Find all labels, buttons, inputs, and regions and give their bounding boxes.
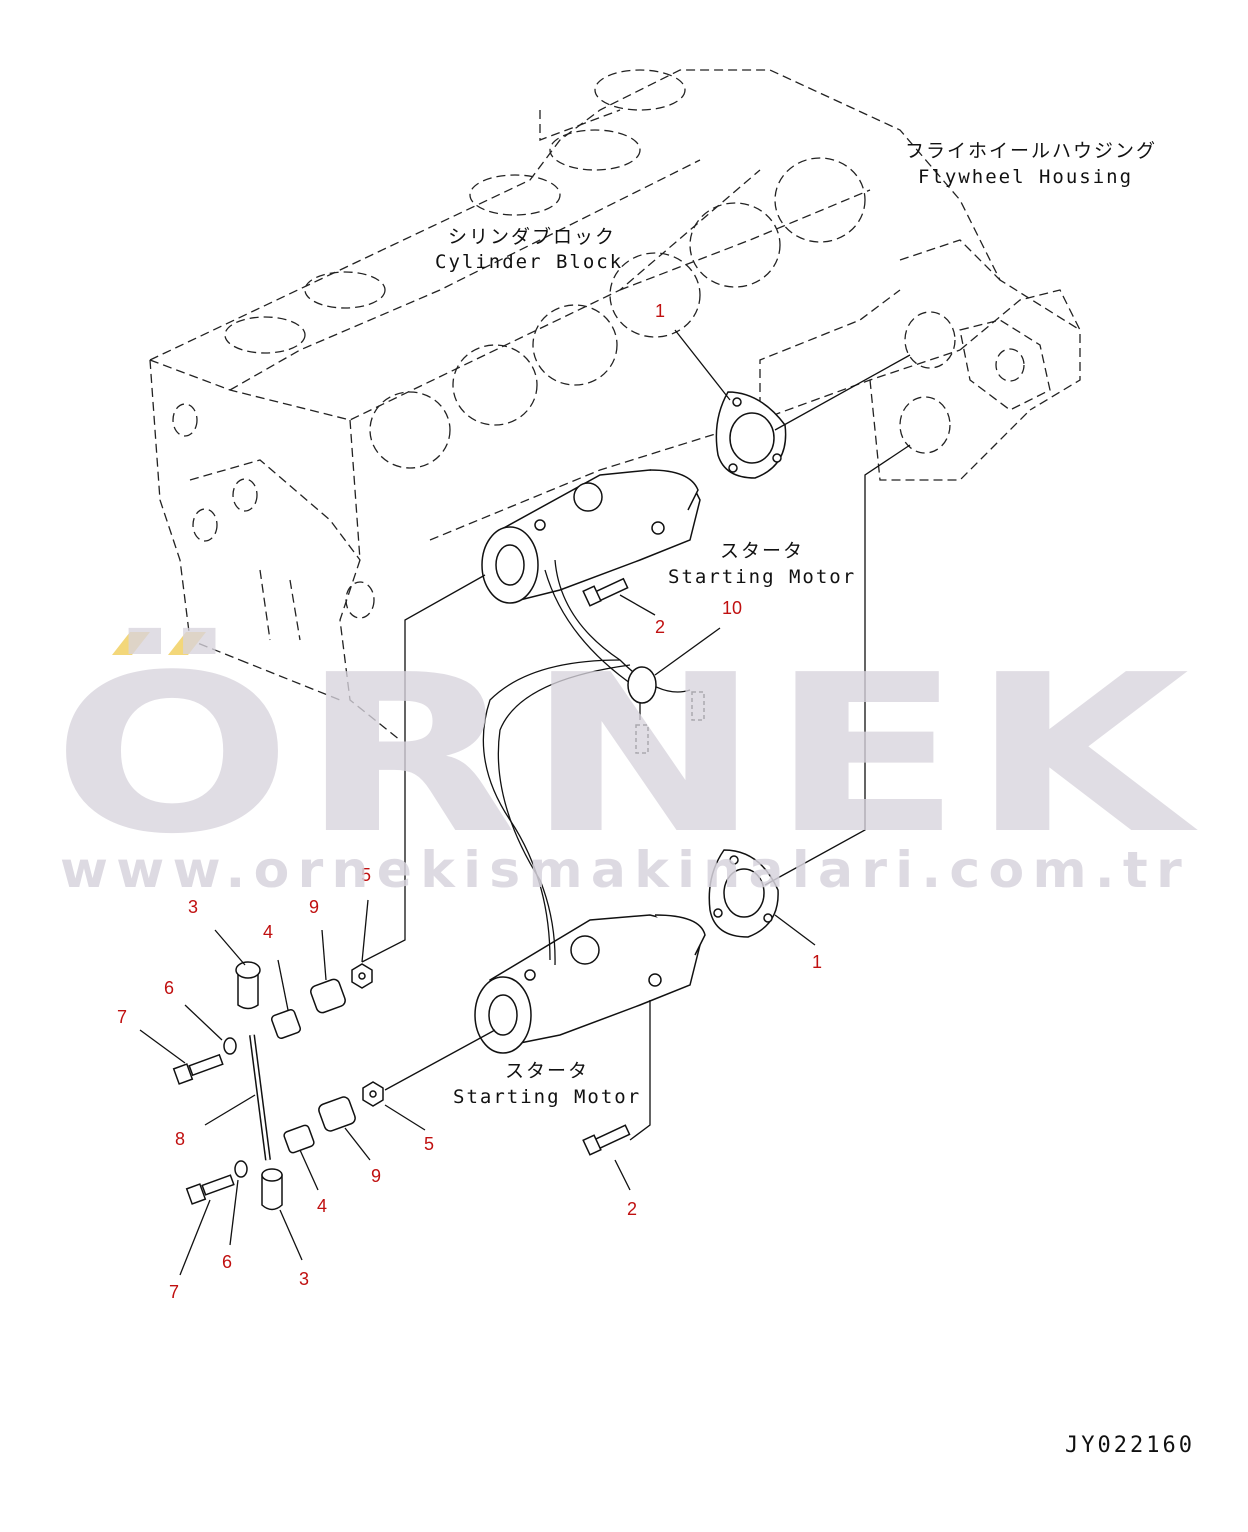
cylinder-block-label-en: Cylinder Block — [435, 251, 623, 273]
bolt-7-bottom — [185, 1174, 235, 1205]
watermark-accent-mark-2 — [168, 632, 206, 655]
starting-motor-top — [481, 469, 701, 604]
rod — [249, 1034, 271, 1161]
rod-end-top — [235, 961, 261, 1010]
callout-2-bottom: 2 — [627, 1199, 637, 1219]
bolt-bottom — [582, 1124, 631, 1156]
gasket-top — [715, 391, 787, 479]
flywheel-housing-label-jp: フライホイールハウジング — [905, 140, 1157, 162]
drawing-number: JY022160 — [1065, 1433, 1195, 1458]
bushing-bottom — [318, 1096, 356, 1132]
watermark-brand: ÖRNEK — [52, 628, 1198, 882]
starter-bottom-label-en: Starting Motor — [453, 1086, 641, 1108]
starting-motor-bottom — [474, 914, 706, 1054]
watermark-accent-mark-1 — [112, 632, 150, 655]
nut-top — [351, 963, 373, 989]
flywheel-housing-label-en: Flywheel Housing — [918, 166, 1133, 188]
starter-top-label-jp: スタータ — [720, 540, 804, 562]
leader-lines — [139, 329, 911, 1276]
callout-9-top: 9 — [309, 897, 319, 917]
callout-2-top: 2 — [655, 617, 665, 637]
watermark: ÖRNEK www.ornekismakinalari.com.tr — [52, 628, 1198, 899]
spacer-top — [270, 1008, 302, 1040]
callout-4-bottom: 4 — [317, 1196, 327, 1216]
callout-7-bottom: 7 — [169, 1282, 179, 1302]
rod-end-bottom — [261, 1168, 283, 1211]
callout-10: 10 — [722, 598, 742, 618]
callout-6-bottom: 6 — [222, 1252, 232, 1272]
callout-8: 8 — [175, 1129, 185, 1149]
callout-1-top: 1 — [655, 301, 665, 321]
bushing-top — [310, 978, 346, 1014]
bolt-top — [582, 577, 629, 607]
wiring-harness — [482, 559, 705, 966]
starter-bottom-label-jp: スタータ — [505, 1060, 589, 1082]
starter-top-label-en: Starting Motor — [668, 566, 856, 588]
washer-top — [223, 1037, 237, 1055]
gasket-bottom — [708, 849, 779, 938]
callout-5-bottom: 5 — [424, 1134, 434, 1154]
cylinder-block-label-jp: シリンダブロック — [448, 225, 616, 248]
callout-6-top: 6 — [164, 978, 174, 998]
watermark-url: www.ornekismakinalari.com.tr — [60, 841, 1190, 899]
callout-7-top: 7 — [117, 1007, 127, 1027]
callout-5-top: 5 — [361, 865, 371, 885]
callout-3-top: 3 — [188, 897, 198, 917]
callout-9-bottom: 9 — [371, 1166, 381, 1186]
callout-3-bottom: 3 — [299, 1269, 309, 1289]
washer-bottom — [234, 1160, 248, 1178]
bolt-7-top — [172, 1053, 224, 1085]
spacer-bottom — [283, 1124, 315, 1154]
callout-4-top: 4 — [263, 922, 273, 942]
callout-1-bottom: 1 — [812, 952, 822, 972]
nut-bottom — [362, 1081, 384, 1107]
